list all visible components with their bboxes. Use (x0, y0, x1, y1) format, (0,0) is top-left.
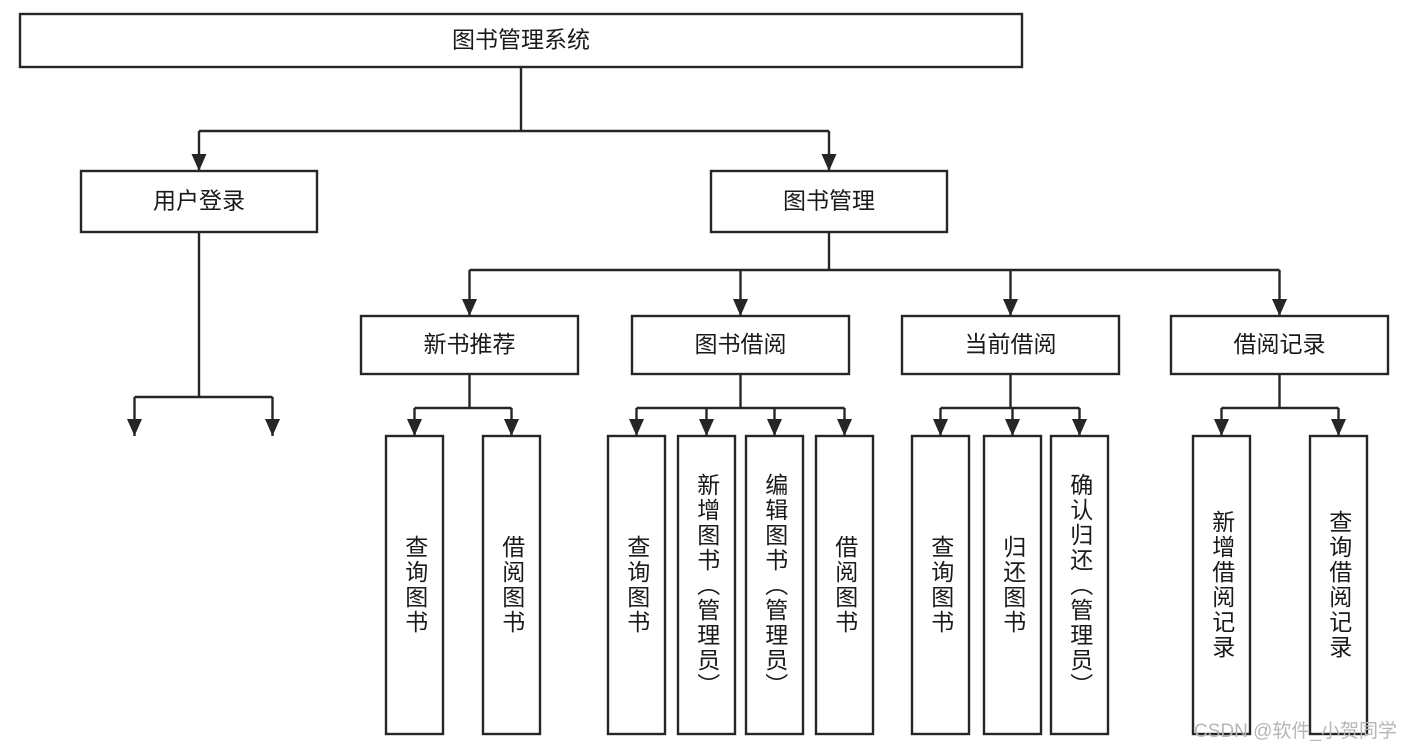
node-box-book-manage[interactable] (709, 169, 949, 234)
arrow-head-icon-user-login (191, 154, 207, 171)
node-box-user-login[interactable] (79, 169, 319, 234)
node-box-book-borrow[interactable] (630, 314, 851, 376)
node-label-book-manage: 图书管理 (783, 188, 875, 214)
node-box-new-book-rec[interactable] (359, 314, 580, 376)
node-box-borrow-record[interactable] (1169, 314, 1390, 376)
arrow-head-icon-user-login-do (127, 419, 142, 436)
node-label-user-login: 用户登录 (153, 188, 245, 214)
node-label-new-book-rec: 新书推荐 (424, 331, 516, 357)
arrow-head-icon-current-borrow (1003, 299, 1018, 316)
arrow-head-icon-confirm-return-admin (1072, 419, 1087, 436)
arrow-head-icon-new-book-rec (462, 299, 477, 316)
arrow-head-icon-add-borrow-record (1214, 419, 1229, 436)
connectors-layer (127, 67, 1346, 436)
node-box-root[interactable] (18, 12, 1024, 69)
node-box-confirm-return-admin[interactable] (1049, 434, 1110, 736)
arrow-head-icon-borrow-book-1 (504, 419, 519, 436)
node-box-query-book-1[interactable] (384, 434, 445, 736)
arrow-head-icon-query-book-2 (629, 419, 644, 436)
arrow-head-icon-borrow-record (1272, 299, 1287, 316)
watermark-text: CSDN @软件_小贺同学 (1194, 721, 1397, 742)
node-label-borrow-record: 借阅记录 (1234, 331, 1326, 357)
node-box-add-book-admin[interactable] (676, 434, 737, 736)
arrow-head-icon-query-book-1 (407, 419, 422, 436)
arrow-head-icon-book-manage (821, 154, 837, 171)
node-box-edit-book-admin[interactable] (744, 434, 805, 736)
boxes-layer (18, 12, 1390, 736)
node-label-current-borrow: 当前借阅 (965, 331, 1057, 357)
node-box-borrow-book-2[interactable] (814, 434, 875, 736)
arrow-head-icon-book-borrow (733, 299, 748, 316)
node-box-return-book[interactable] (982, 434, 1043, 736)
node-label-root: 图书管理系统 (452, 27, 590, 53)
node-box-query-book-3[interactable] (910, 434, 971, 736)
node-label-book-borrow: 图书借阅 (695, 331, 787, 357)
node-box-add-borrow-record[interactable] (1191, 434, 1252, 736)
node-box-current-borrow[interactable] (900, 314, 1121, 376)
arrow-head-icon-edit-book-admin (767, 419, 782, 436)
node-box-query-borrow-record[interactable] (1308, 434, 1369, 736)
arrow-head-icon-query-book-3 (933, 419, 948, 436)
arrow-head-icon-borrow-book-2 (837, 419, 852, 436)
arrow-head-icon-query-borrow-record (1331, 419, 1346, 436)
arrow-head-icon-add-book-admin (699, 419, 714, 436)
node-box-query-book-2[interactable] (606, 434, 667, 736)
arrow-head-icon-user-logout (265, 419, 280, 436)
node-box-borrow-book-1[interactable] (481, 434, 542, 736)
arrow-head-icon-return-book (1005, 419, 1020, 436)
